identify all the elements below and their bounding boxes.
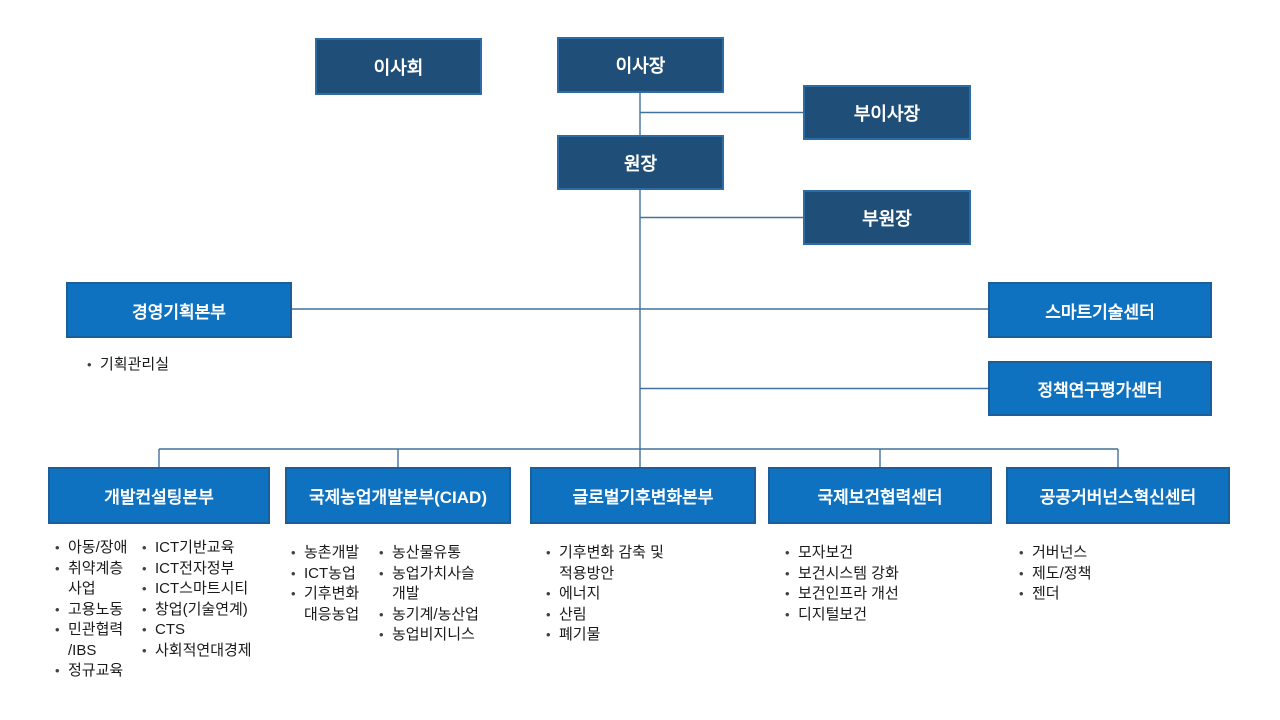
list-item: ICT농업: [290, 564, 380, 585]
list-item: 농산물유통: [378, 543, 504, 564]
box-smart-technology-center: 스마트기술센터: [988, 282, 1212, 338]
list-item: 기후변화 감축 및 적용방안: [545, 543, 713, 584]
list-item: 에너지: [545, 584, 713, 605]
list-item: 젠더: [1018, 584, 1188, 605]
development-consulting-list-col2: ICT기반교육ICT전자정부ICT스마트시티창업(기술연계)CTS사회적연대경제: [141, 538, 265, 661]
box-vice-chairman: 부이사장: [803, 85, 971, 140]
list-item: 사회적연대경제: [141, 641, 265, 662]
list-item: 모자보건: [784, 543, 964, 564]
box-development-consulting-hq: 개발컨설팅본부: [48, 467, 270, 524]
health-cooperation-list: 모자보건보건시스템 강화보건인프라 개선디지털보건: [784, 543, 964, 625]
box-public-governance-innovation-center: 공공거버넌스혁신센터: [1006, 467, 1230, 524]
management-planning-list: 기획관리실: [86, 355, 276, 376]
list-item: ICT기반교육: [141, 538, 265, 559]
list-item: 정규교육: [54, 661, 142, 682]
box-management-planning-hq: 경영기획본부: [66, 282, 292, 338]
box-intl-health-cooperation-center: 국제보건협력센터: [768, 467, 992, 524]
agriculture-list-col1: 농촌개발ICT농업기후변화 대응농업: [290, 543, 380, 625]
list-item: 고용노동: [54, 600, 142, 621]
list-item: ICT전자정부: [141, 559, 265, 580]
box-vice-president: 부원장: [803, 190, 971, 245]
list-item: 제도/정책: [1018, 564, 1188, 585]
list-item: 농업비지니스: [378, 625, 504, 646]
list-item: 산림: [545, 605, 713, 626]
list-item: 아동/장애: [54, 538, 142, 559]
governance-innovation-list: 거버넌스제도/정책젠더: [1018, 543, 1188, 605]
list-item: 농촌개발: [290, 543, 380, 564]
list-item: 폐기물: [545, 625, 713, 646]
box-president: 원장: [557, 135, 724, 190]
list-item: CTS: [141, 620, 265, 641]
development-consulting-list-col1: 아동/장애취약계층 사업고용노동민관협력 /IBS정규교육: [54, 538, 142, 682]
list-item: 기획관리실: [86, 355, 276, 376]
list-item: 거버넌스: [1018, 543, 1188, 564]
list-item: 디지털보건: [784, 605, 964, 626]
list-item: 취약계층 사업: [54, 559, 142, 600]
list-item: ICT스마트시티: [141, 579, 265, 600]
list-item: 농업가치사슬 개발: [378, 564, 504, 605]
list-item: 보건인프라 개선: [784, 584, 964, 605]
box-board: 이사회: [315, 38, 482, 95]
box-chairman: 이사장: [557, 37, 724, 93]
climate-change-list: 기후변화 감축 및 적용방안에너지산림폐기물: [545, 543, 713, 646]
box-global-climate-change-hq: 글로벌기후변화본부: [530, 467, 756, 524]
list-item: 민관협력 /IBS: [54, 620, 142, 661]
list-item: 기후변화 대응농업: [290, 584, 380, 625]
box-intl-agricultural-development-hq: 국제농업개발본부(CIAD): [285, 467, 511, 524]
list-item: 농기계/농산업: [378, 605, 504, 626]
agriculture-list-col2: 농산물유통농업가치사슬 개발농기계/농산업농업비지니스: [378, 543, 504, 646]
list-item: 보건시스템 강화: [784, 564, 964, 585]
box-policy-research-evaluation-center: 정책연구평가센터: [988, 361, 1212, 416]
list-item: 창업(기술연계): [141, 600, 265, 621]
